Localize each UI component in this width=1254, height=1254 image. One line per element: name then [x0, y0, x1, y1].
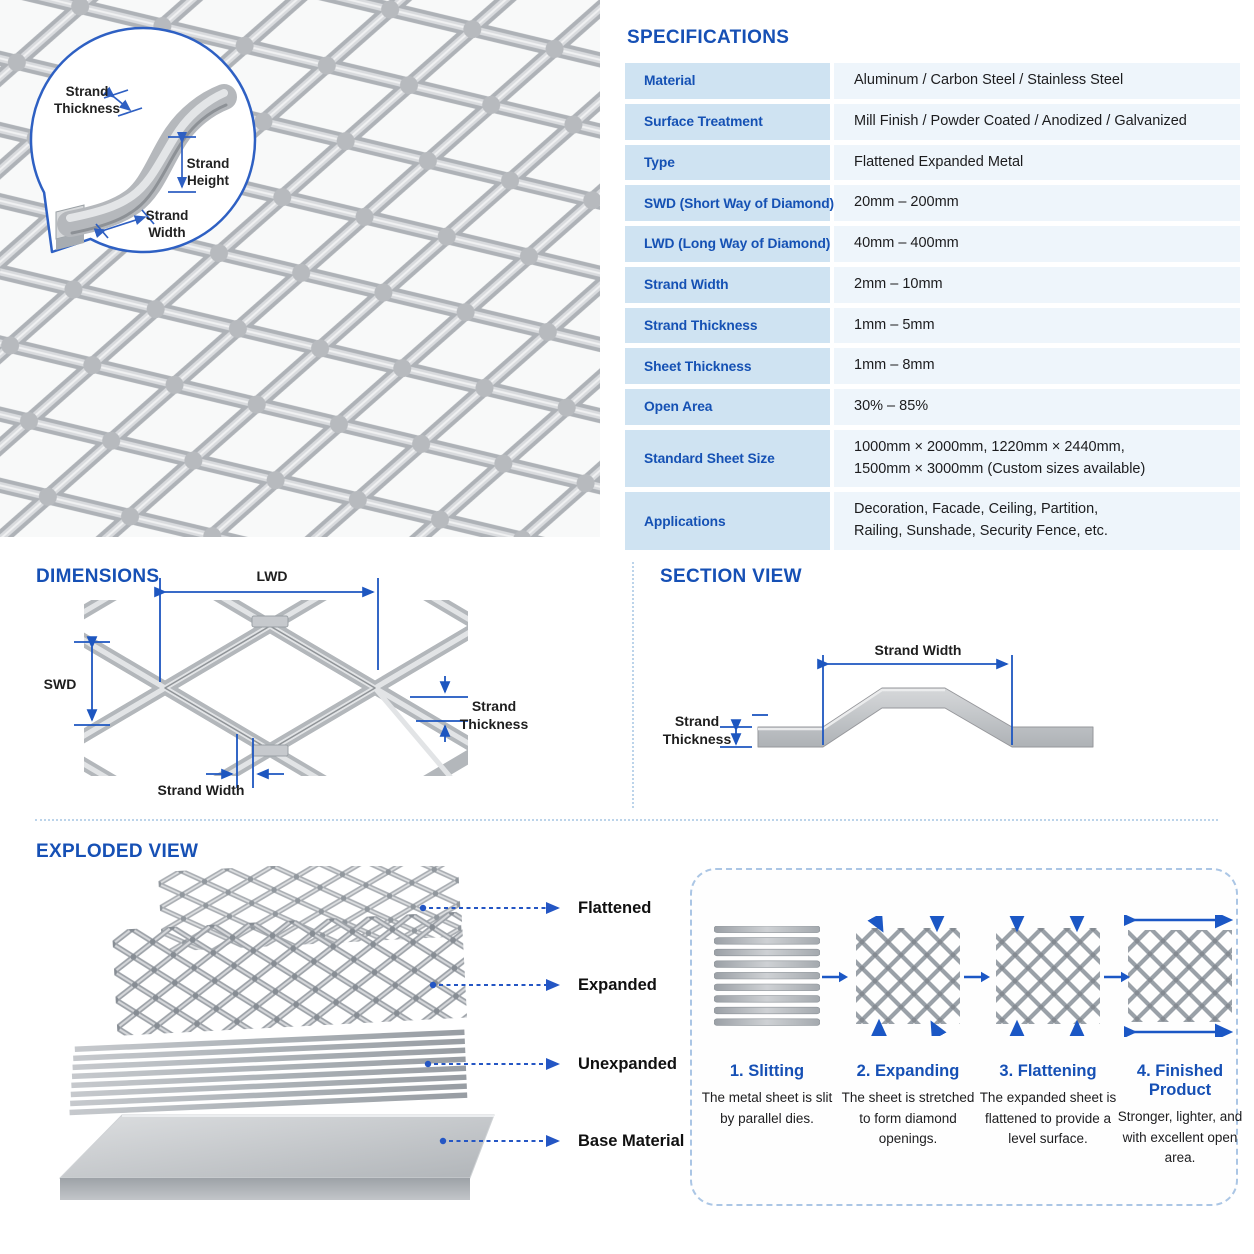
base-material-layer: [58, 1114, 495, 1200]
spec-value: Mill Finish / Powder Coated / Anodized /…: [834, 103, 1240, 140]
section-view-diagram: [720, 655, 1094, 748]
table-row: Open Area 30% – 85%: [625, 389, 1240, 430]
exploded-view-title: EXPLODED VIEW: [36, 841, 199, 862]
spec-label: Type: [625, 144, 830, 181]
spec-label: Standard Sheet Size: [625, 429, 830, 488]
swd-label: SWD: [43, 676, 77, 692]
flow-arrow-icon: [964, 971, 990, 983]
spec-value: Aluminum / Carbon Steel / Stainless Stee…: [834, 63, 1240, 99]
spec-label: Material: [625, 63, 830, 99]
dimensions-diagram: [74, 578, 468, 788]
lwd-label: LWD: [256, 568, 288, 584]
specifications-table: Material Aluminum / Carbon Steel / Stain…: [625, 63, 1240, 555]
inset-label-strand-height: Strand Height: [186, 156, 230, 188]
step-title: 3. Flattening: [999, 1062, 1097, 1080]
layer-label-expanded: Expanded: [578, 976, 657, 994]
section-dimension-lines: [720, 655, 1013, 748]
layer-label-flattened: Flattened: [578, 899, 652, 917]
flow-arrow-icon: [822, 971, 848, 983]
process-step-expanding: 2. Expanding The sheet is stretched to f…: [835, 916, 981, 1150]
flow-arrow-icon: [1104, 971, 1130, 983]
unexpanded-layer: [69, 1029, 468, 1116]
slitting-illustration: [700, 916, 834, 1036]
step-title: 1. Slitting: [729, 1062, 805, 1080]
sv-strand-thickness-label: Strand Thickness: [662, 713, 732, 747]
step-description: Stronger, lighter, and with excellent op…: [1117, 1109, 1243, 1166]
process-step-finished: 4. Finished Product Stronger, lighter, a…: [1109, 915, 1251, 1169]
dimensions-section: DIMENSIONS LWD SWD Strand Thickness Stra…: [36, 560, 632, 812]
spec-label: LWD (Long Way of Diamond): [625, 226, 830, 262]
table-row: Type Flattened Expanded Metal: [625, 144, 1240, 186]
vertical-divider: [632, 562, 634, 808]
process-step-slitting: 1. Slitting The metal sheet is slit by p…: [700, 916, 834, 1129]
spec-label: Surface Treatment: [625, 103, 830, 140]
spec-label: Open Area: [625, 389, 830, 425]
spec-value: 1mm – 5mm: [834, 307, 1240, 344]
spec-label: Applications: [625, 492, 830, 550]
expanding-mesh-svg: [856, 916, 960, 1036]
table-row: Standard Sheet Size 1000mm × 2000mm, 122…: [625, 429, 1240, 493]
table-row: Applications Decoration, Facade, Ceiling…: [625, 492, 1240, 555]
layer-label-base-material: Base Material: [578, 1132, 685, 1150]
specifications-section: SPECIFICATIONS Material Aluminum / Carbo…: [625, 27, 1240, 555]
sv-strand-width-label: Strand Width: [874, 642, 962, 658]
dimensions-title: DIMENSIONS: [36, 566, 160, 587]
slit-bars-svg: [714, 926, 820, 1026]
strand-width-label: Strand Width: [157, 782, 245, 798]
step-title: 4. Finished Product: [1136, 1062, 1224, 1099]
table-row: Strand Thickness 1mm – 5mm: [625, 307, 1240, 349]
inset-label-strand-width: Strand Width: [145, 208, 189, 240]
exploded-layers-svg: [58, 856, 560, 1200]
spec-value: Decoration, Facade, Ceiling, Partition, …: [834, 492, 1240, 550]
section-view-section: SECTION VIEW Strand Width Strand Thickne…: [648, 560, 1248, 812]
step-title: 2. Expanding: [856, 1062, 960, 1080]
leader-lines: [419, 902, 560, 1147]
spec-label: Sheet Thickness: [625, 348, 830, 384]
strand-thickness-label: Strand Thickness: [459, 698, 529, 732]
exploded-view-illustration: [40, 856, 600, 1218]
spec-label: Strand Width: [625, 266, 830, 303]
spec-value: 1000mm × 2000mm, 1220mm × 2440mm, 1500mm…: [834, 429, 1240, 488]
expanded-layer: [112, 911, 468, 1036]
table-row: Strand Width 2mm – 10mm: [625, 266, 1240, 308]
dimensions-mesh: [84, 600, 468, 776]
expanding-illustration: [835, 916, 981, 1036]
horizontal-divider: [35, 819, 1218, 821]
table-row: LWD (Long Way of Diamond) 40mm – 400mm: [625, 226, 1240, 267]
spec-label: Strand Thickness: [625, 307, 830, 344]
spec-value: 20mm – 200mm: [834, 185, 1240, 221]
dimension-lines: [74, 578, 468, 788]
step-description: The expanded sheet is flattened to provi…: [979, 1090, 1117, 1147]
table-row: Material Aluminum / Carbon Steel / Stain…: [625, 63, 1240, 104]
spec-label: SWD (Short Way of Diamond): [625, 185, 834, 221]
mesh-photo-illustration: [0, 0, 1023, 966]
manufacturing-process-panel: 1. Slitting The metal sheet is slit by p…: [690, 868, 1242, 1206]
spec-value: Flattened Expanded Metal: [834, 144, 1240, 181]
finished-mesh-svg: [1124, 915, 1234, 1037]
spec-value: 2mm – 10mm: [834, 266, 1240, 303]
product-photo: Strand Thickness Strand Height Strand Wi…: [0, 0, 1023, 966]
flattening-mesh-svg: [996, 916, 1100, 1036]
inset-label-strand-thickness: Strand Thickness: [53, 84, 121, 116]
table-row: SWD (Short Way of Diamond) 20mm – 200mm: [625, 185, 1240, 226]
flattening-illustration: [975, 916, 1121, 1036]
callout-bubble: [29, 26, 257, 254]
inset-dimension-lines: [93, 86, 196, 239]
section-view-title: SECTION VIEW: [660, 566, 802, 587]
spec-value: 1mm – 8mm: [834, 348, 1240, 384]
layer-label-unexpanded: Unexpanded: [578, 1055, 678, 1073]
specifications-title: SPECIFICATIONS: [627, 27, 790, 48]
spec-value: 30% – 85%: [834, 389, 1240, 425]
process-step-flattening: 3. Flattening The expanded sheet is flat…: [975, 916, 1121, 1150]
table-row: Surface Treatment Mill Finish / Powder C…: [625, 103, 1240, 145]
step-description: The metal sheet is slit by parallel dies…: [701, 1090, 833, 1126]
spec-value: 40mm – 400mm: [834, 226, 1240, 262]
step-description: The sheet is stretched to form diamond o…: [841, 1090, 975, 1147]
finished-product-illustration: [1109, 915, 1251, 1037]
table-row: Sheet Thickness 1mm – 8mm: [625, 348, 1240, 389]
